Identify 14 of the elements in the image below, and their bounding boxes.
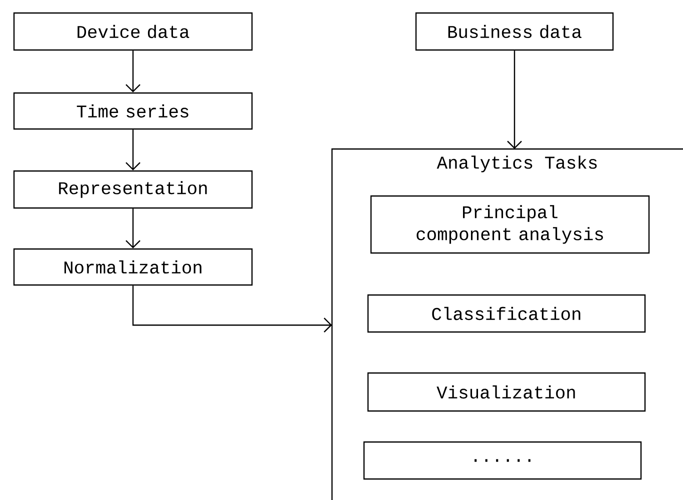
process-box: Visualization: [367, 372, 646, 412]
process-box: Device data: [13, 12, 253, 51]
arrow: [132, 286, 332, 333]
arrow: [126, 50, 140, 92]
arrow: [126, 208, 140, 248]
process-box: Normalization: [13, 248, 253, 286]
arrow: [126, 130, 140, 170]
process-box: Principal component analysis: [370, 195, 650, 254]
process-box: Representation: [13, 170, 253, 209]
process-box: Business data: [415, 12, 614, 51]
process-box: ......: [363, 441, 642, 480]
process-box: Time series: [13, 92, 253, 130]
arrow: [507, 50, 522, 149]
process-box: Classification: [367, 294, 646, 333]
